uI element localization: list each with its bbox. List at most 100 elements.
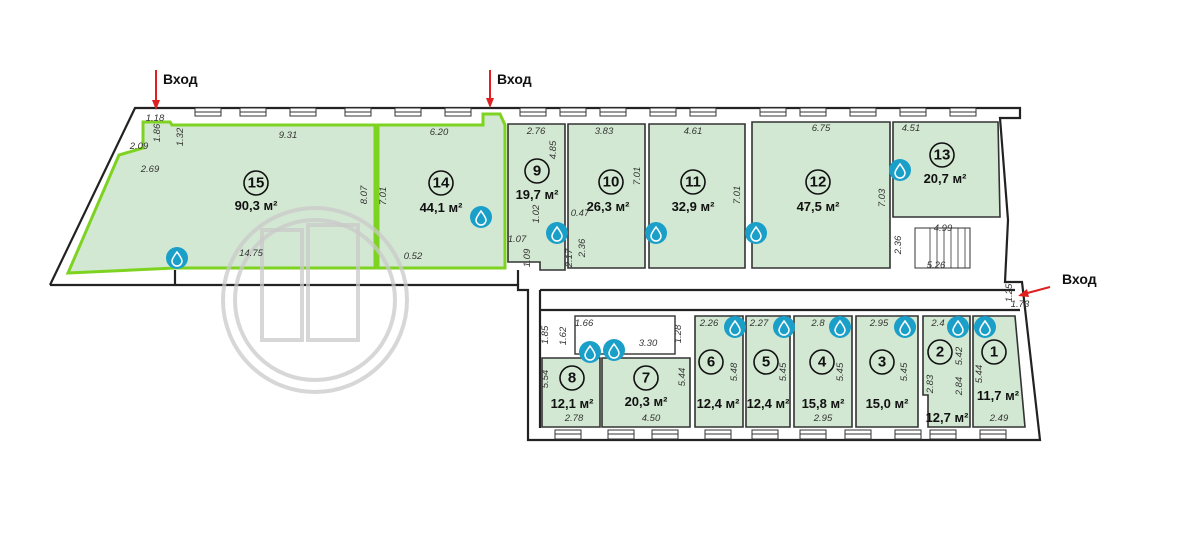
room-outline[interactable] (567, 123, 646, 269)
room-outline[interactable] (751, 121, 891, 269)
room-outline[interactable] (541, 357, 601, 428)
entrance-marker: Вход (486, 70, 532, 108)
dimension-label: 0.52 (404, 251, 423, 262)
dimension-label: 4.85 (548, 140, 559, 159)
room-number: 7 (642, 370, 650, 387)
window (899, 107, 927, 117)
water-drop-icon (894, 316, 916, 338)
room-number-badge (753, 349, 779, 375)
window (849, 107, 877, 117)
room-number-badge (524, 158, 550, 184)
room-number: 8 (568, 370, 576, 387)
window (979, 429, 1007, 440)
room-area: 15,8 м² (802, 396, 846, 411)
dimension-label: 1.66 (575, 318, 594, 329)
room-number: 5 (762, 354, 770, 371)
room-number: 9 (533, 163, 541, 180)
entrance-label: Вход (497, 71, 532, 87)
room-number: 13 (934, 147, 951, 164)
room-outline[interactable] (922, 315, 971, 428)
room-number-badge (981, 339, 1007, 365)
window (704, 429, 732, 440)
arrow-head-icon (152, 100, 160, 110)
window (844, 429, 872, 440)
dimension-label: 1.62 (558, 326, 569, 345)
dimension-label: 4.51 (902, 123, 921, 134)
room-number: 10 (603, 174, 620, 191)
watermark-logo (221, 206, 409, 394)
dimension-label: 3.30 (639, 338, 658, 349)
room-6[interactable]: 612,4 м² (694, 315, 744, 428)
dimension-label: 5.45 (835, 362, 846, 381)
dimension-label: 2.26 (699, 318, 719, 329)
room-number-badge (698, 349, 724, 375)
window (519, 107, 547, 117)
water-drop-icon (974, 316, 996, 338)
room-5[interactable]: 512,4 м² (745, 315, 791, 428)
room-number: 11 (685, 174, 701, 191)
window (394, 107, 422, 117)
dimension-label: 5.44 (677, 368, 688, 387)
dimension-label: 5.54 (540, 370, 551, 389)
dimension-label: 2.84 (954, 377, 965, 397)
room-number-badge (869, 349, 895, 375)
room-area: 90,3 м² (235, 198, 279, 213)
room-4[interactable]: 4 15,8 м² (793, 315, 853, 428)
dimension-label: 5.44 (974, 365, 985, 384)
dimension-label: 1.18 (146, 113, 165, 124)
room-number-badge (809, 349, 835, 375)
room-number: 15 (248, 175, 265, 192)
water-drop-icon (724, 316, 746, 338)
room-outline[interactable] (745, 315, 791, 428)
room-8[interactable]: 8 12,1 м² (541, 357, 601, 428)
room-area: 12,1 м² (551, 396, 595, 411)
room-3[interactable]: 315,0 м² (855, 315, 919, 428)
dimension-label: 2.69 (140, 164, 160, 175)
dimension-label: 4.61 (684, 126, 703, 137)
window (239, 107, 267, 117)
dimension-label: 7.01 (378, 187, 389, 206)
room-outline[interactable] (65, 120, 377, 275)
dimension-label: 4.50 (642, 413, 661, 424)
dimension-label: 6.20 (430, 127, 449, 138)
room-2[interactable]: 212,7 м² (922, 315, 971, 428)
entrance-marker: Вход (152, 70, 198, 110)
room-number-badge (929, 142, 955, 168)
room-number-badge (598, 169, 624, 195)
room-number: 2 (936, 344, 944, 361)
room-area: 19,7 м² (516, 187, 560, 202)
dimension-label: 5.45 (778, 362, 789, 381)
window (894, 429, 922, 440)
room-number-badge (633, 365, 659, 391)
dimension-label: 1.07 (508, 234, 527, 245)
room-number: 6 (707, 354, 715, 371)
room-7[interactable]: 720,3 м² (601, 357, 691, 428)
room-1[interactable]: 111,7 м² (972, 315, 1026, 428)
water-points (166, 159, 996, 363)
dimension-label: 1.02 (531, 204, 542, 223)
dimension-label: 2.17 (564, 248, 575, 268)
window (289, 107, 317, 117)
dimension-label: 9.31 (279, 130, 298, 141)
dimension-label: 1.73 (1011, 299, 1030, 310)
room-outline[interactable] (601, 357, 691, 428)
water-drop-icon (773, 316, 795, 338)
room-number: 4 (818, 354, 827, 371)
room-outline[interactable] (648, 123, 746, 269)
dimension-label: 1.32 (175, 127, 186, 146)
water-drop-icon (603, 339, 625, 361)
room-15[interactable]: 15 90,3 м² (65, 120, 377, 275)
room-outline[interactable] (892, 121, 1001, 218)
room-number-badge (680, 169, 706, 195)
room-outline[interactable] (793, 315, 853, 428)
dimension-label: 8.07 (359, 185, 370, 204)
room-outline[interactable] (855, 315, 919, 428)
